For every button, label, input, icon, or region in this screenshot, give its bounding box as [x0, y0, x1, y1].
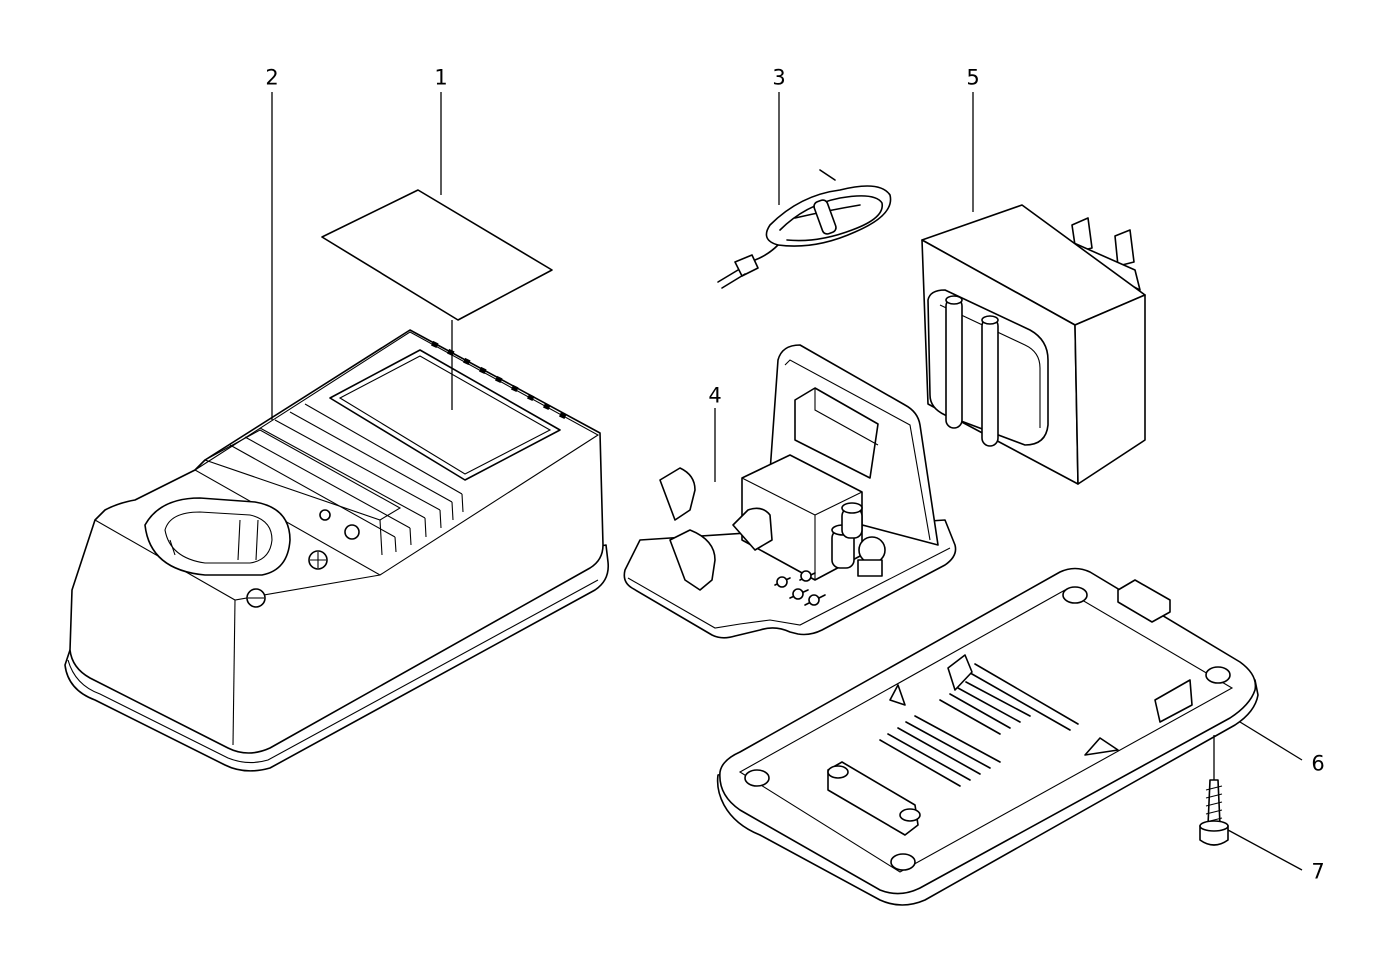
- callout-number-screw: 7: [1311, 859, 1325, 884]
- leader-6: [1239, 721, 1303, 761]
- leader-7: [1227, 829, 1303, 871]
- screw: [1199, 779, 1229, 846]
- charger-housing: [64, 329, 610, 772]
- circuit-board: [623, 344, 957, 639]
- label-plate: [321, 189, 553, 321]
- callout-number-housing: 2: [265, 65, 279, 90]
- callout-number-base: 6: [1311, 751, 1325, 776]
- callout-number-label: 1: [434, 65, 448, 90]
- leader-lines: [271, 92, 1303, 871]
- base-vent-slots: [879, 663, 1079, 787]
- callout-number-transformer: 5: [966, 65, 980, 90]
- callout-number-pcb: 4: [708, 383, 722, 408]
- callout-number-cord: 3: [772, 65, 786, 90]
- transformer: [921, 204, 1146, 485]
- power-cord: [717, 169, 892, 289]
- base-plate: [716, 567, 1259, 906]
